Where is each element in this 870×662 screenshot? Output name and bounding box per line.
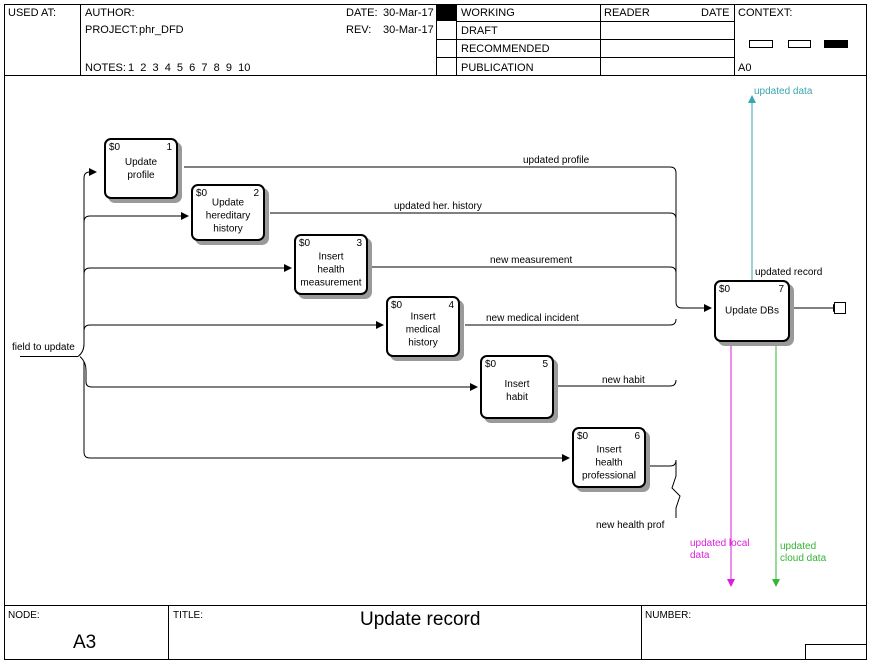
date2-label: DATE	[701, 7, 730, 19]
date-label: DATE:	[346, 7, 378, 19]
process-box-5[interactable]: $0 5 Insert habit	[480, 355, 554, 419]
process-cost: $0	[577, 431, 589, 442]
context-box-3	[824, 40, 848, 48]
status-publication: PUBLICATION	[461, 62, 534, 74]
diagram-title: Update record	[360, 609, 481, 630]
used-at-label: USED AT:	[8, 7, 57, 19]
working-status-marker	[437, 5, 456, 21]
context-node: A0	[738, 62, 752, 74]
process-box-7[interactable]: $0 7 Update DBs	[714, 280, 790, 342]
process-number: 6	[634, 431, 640, 442]
notes-label: NOTES:	[85, 62, 126, 74]
process-label: Update hereditary history	[205, 197, 251, 235]
notes-value: 1 2 3 4 5 6 7 8 9 10	[128, 62, 251, 74]
context-box-1	[749, 40, 773, 48]
process-box-6[interactable]: $0 6 Insert health professional	[572, 427, 646, 488]
process-number: 4	[448, 300, 454, 311]
output-flow-lines	[184, 166, 841, 518]
context-box-2	[788, 40, 811, 48]
flow-label-updated-local-data: updated local data	[690, 538, 750, 561]
process-cost: $0	[196, 188, 208, 199]
process-label: Insert medical history	[405, 311, 441, 349]
node-value: A3	[73, 632, 97, 653]
process-label: Insert health measurement	[300, 251, 362, 289]
context-label: CONTEXT:	[738, 7, 793, 19]
title-label: TITLE:	[173, 610, 204, 621]
flow-label-field-to-update: field to update	[12, 342, 75, 353]
rev-value: 30-Mar-17	[383, 24, 434, 36]
process-cost: $0	[109, 142, 121, 153]
process-box-2[interactable]: $0 2 Update hereditary history	[191, 184, 265, 241]
status-draft: DRAFT	[461, 25, 498, 37]
number-label: NUMBER:	[645, 610, 692, 621]
flow-label-new-habit: new habit	[602, 375, 645, 386]
status-recommended: RECOMMENDED	[461, 43, 550, 55]
flow-label-new-medical-incident: new medical incident	[486, 313, 579, 324]
input-flow-lines	[20, 168, 570, 462]
project-label: PROJECT:	[85, 24, 139, 36]
flow-label-updated-data: updated data	[754, 86, 813, 97]
author-label: AUTHOR:	[85, 7, 135, 19]
outer-frame	[4, 4, 867, 660]
reader-label: READER	[604, 7, 650, 19]
status-working: WORKING	[461, 7, 515, 19]
process-cost: $0	[391, 300, 403, 311]
header-grid	[4, 4, 867, 76]
process-number: 7	[778, 284, 784, 295]
process-box-4[interactable]: $0 4 Insert medical history	[386, 296, 460, 357]
process-cost: $0	[485, 359, 497, 370]
flow-label-new-health-prof: new health prof	[596, 520, 665, 531]
node-label: NODE:	[8, 610, 40, 621]
process-number: 3	[356, 238, 362, 249]
process-number: 1	[166, 142, 172, 153]
footer-grid	[4, 605, 867, 660]
process-cost: $0	[719, 284, 731, 295]
flow-label-updated-profile: updated profile	[523, 155, 590, 166]
flow-label-updated-record: updated record	[755, 267, 823, 278]
process-label: Update DBs	[725, 305, 779, 317]
process-number: 5	[542, 359, 548, 370]
flow-label-new-measurement: new measurement	[490, 255, 573, 266]
date-value: 30-Mar-17	[383, 7, 434, 19]
process-label: Insert health professional	[582, 444, 636, 482]
process-label: Update profile	[124, 156, 158, 181]
process-label: Insert habit	[504, 378, 530, 403]
process-box-1[interactable]: $0 1 Update profile	[104, 138, 178, 199]
project-value: phr_DFD	[139, 24, 184, 36]
process-number: 2	[253, 188, 259, 199]
flow-label-updated-her-history: updated her. history	[394, 201, 482, 212]
flow-label-updated-cloud-data: updated cloud data	[780, 541, 827, 564]
process-cost: $0	[299, 238, 311, 249]
process-box-3[interactable]: $0 3 Insert health measurement	[294, 234, 368, 295]
rev-label: REV:	[346, 24, 372, 36]
tunnel-output-marker	[834, 302, 846, 314]
